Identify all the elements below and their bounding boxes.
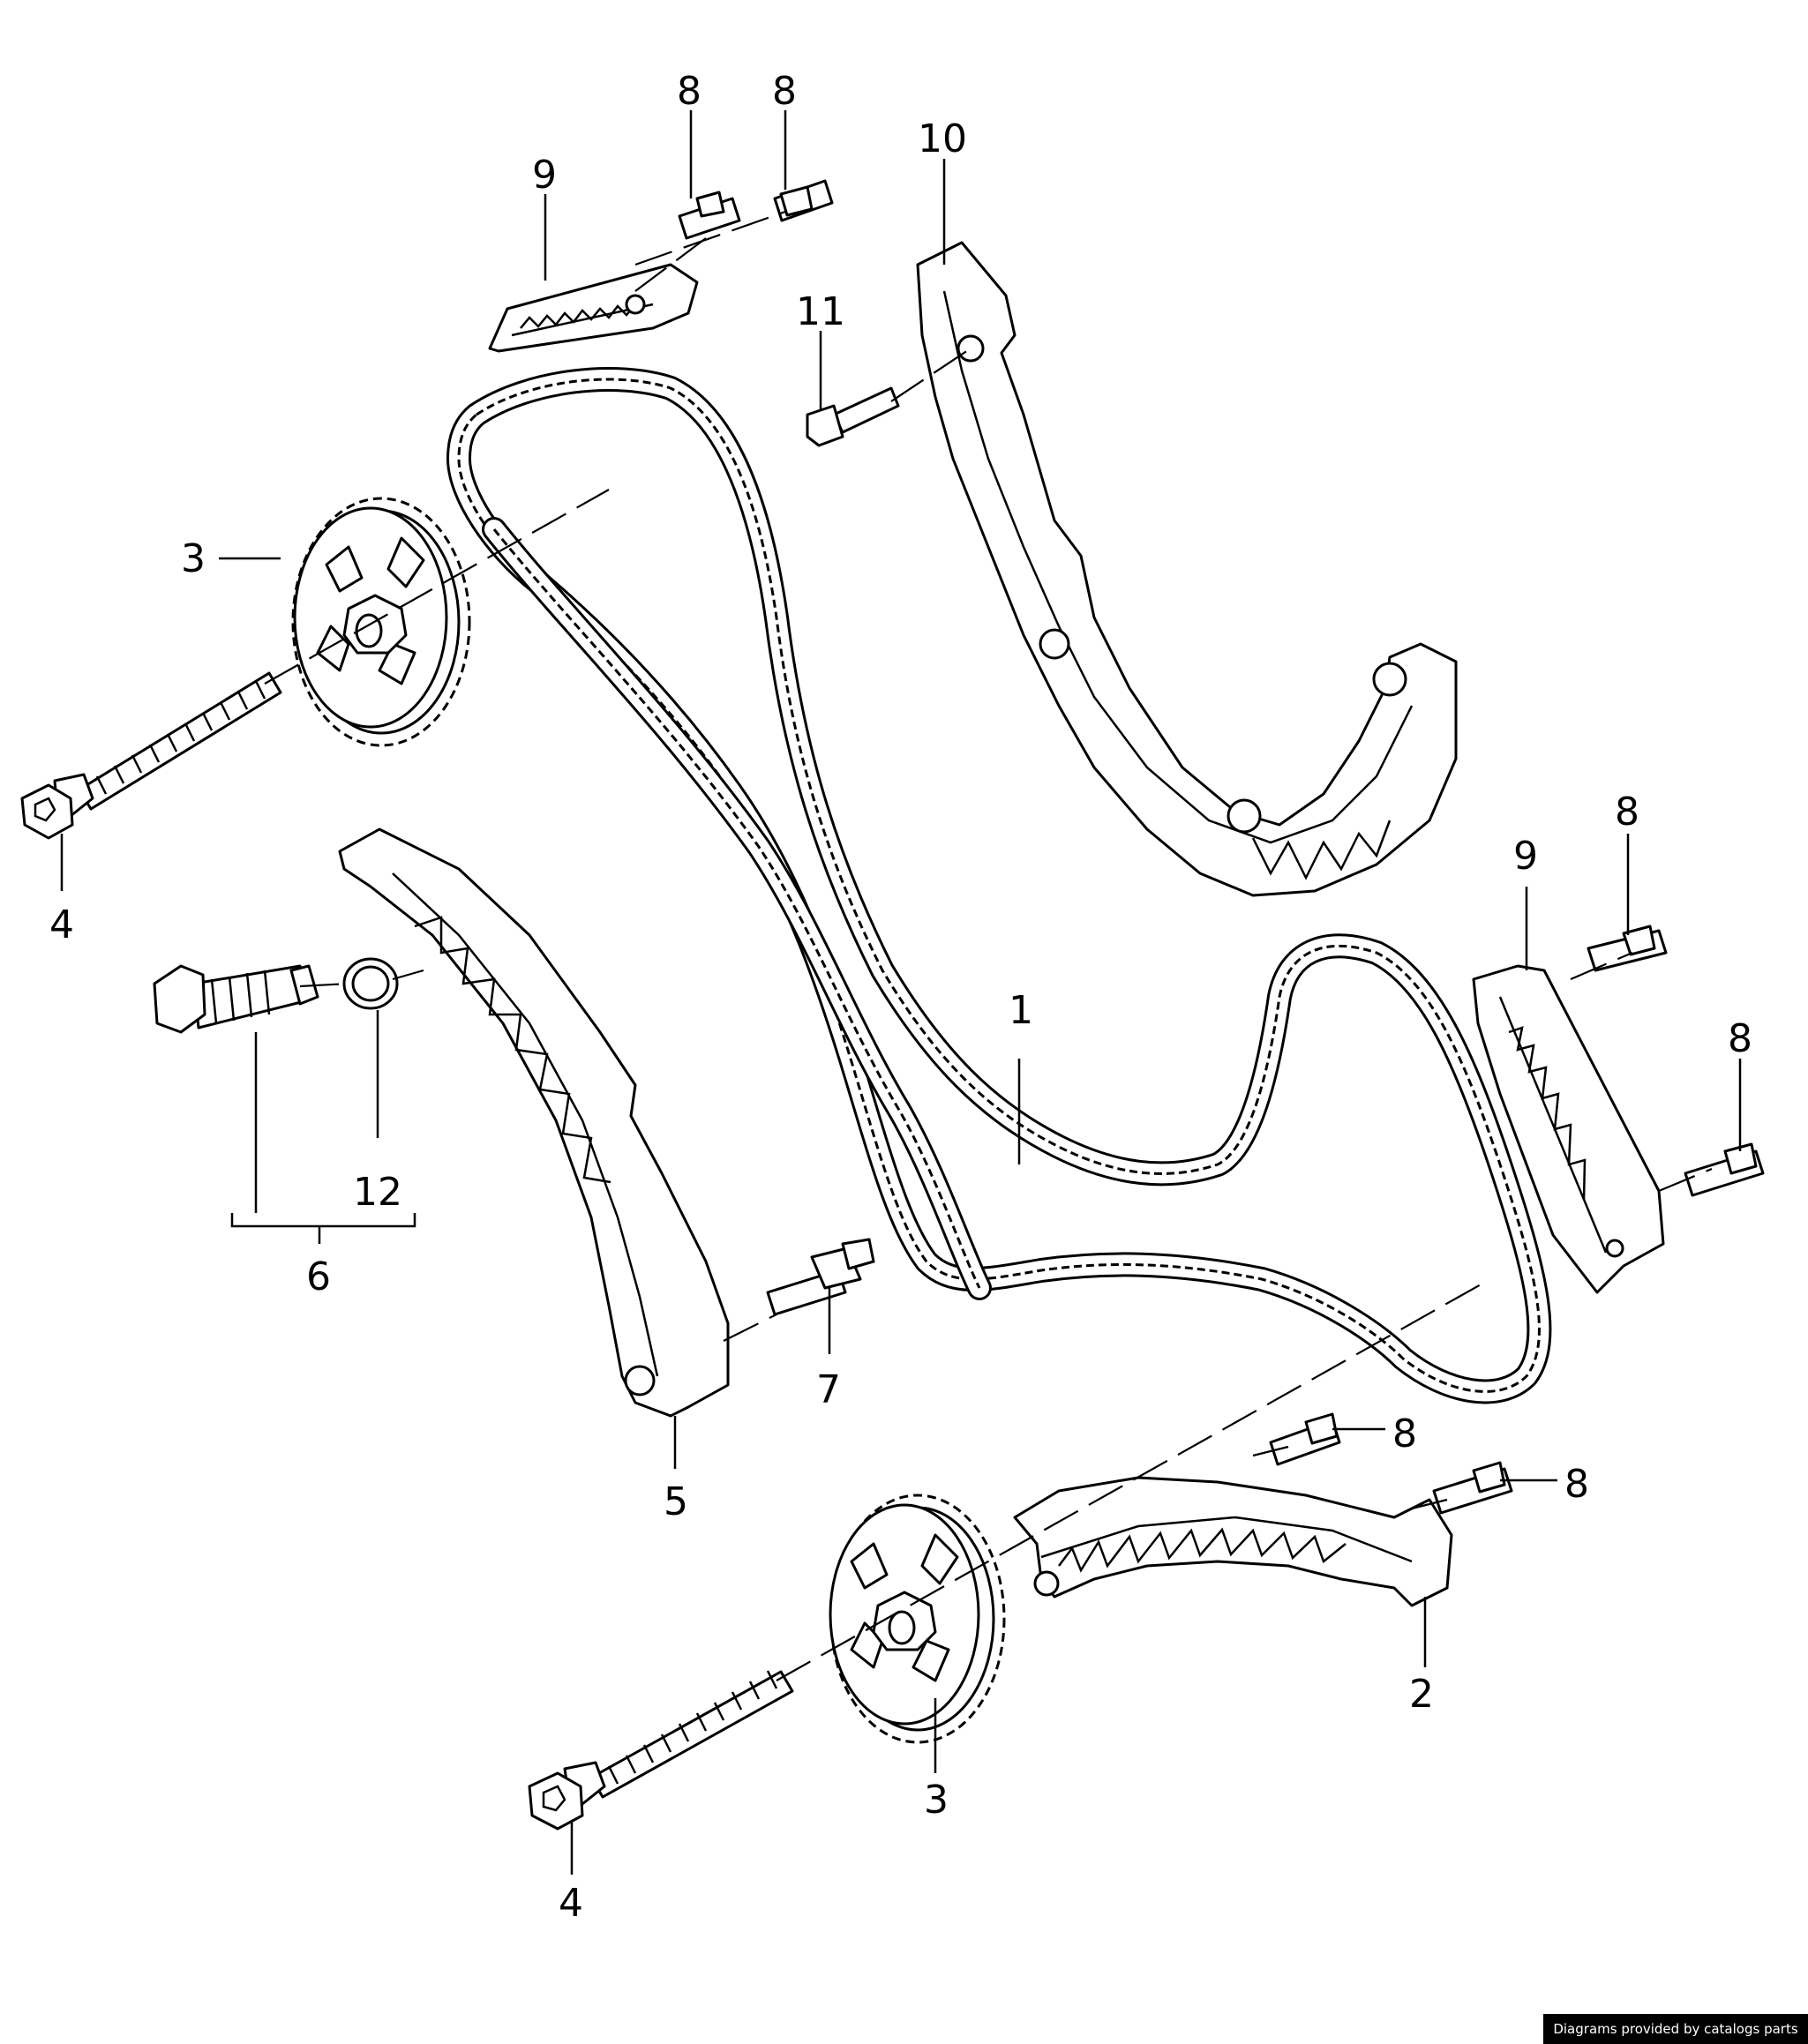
callout-10: 10 (918, 116, 967, 161)
callout-7: 7 (816, 1367, 841, 1412)
sealing-ring (342, 957, 399, 1010)
callout-3-upper: 3 (181, 536, 206, 581)
callout-8-c: 8 (1615, 790, 1639, 835)
callout-4-upper: 4 (49, 902, 74, 947)
guide-rail-large (916, 241, 1458, 897)
guide-right (1472, 964, 1665, 1294)
callout-8-f: 8 (1564, 1462, 1589, 1507)
callout-1: 1 (1009, 988, 1033, 1033)
callout-labels: 1 2 3 3 4 4 5 6 7 8 8 8 8 8 8 9 9 10 11 … (49, 69, 1752, 1926)
leader-lines (60, 110, 1742, 1875)
guide-upper (488, 263, 699, 353)
guide-rail-lower (1013, 1476, 1453, 1607)
callout-4-lower: 4 (559, 1881, 583, 1926)
sprocket-upper (291, 497, 471, 747)
callout-2: 2 (1409, 1672, 1434, 1717)
chain-tensioner (153, 964, 319, 1034)
callout-6: 6 (306, 1254, 331, 1299)
callout-8-b: 8 (772, 69, 797, 114)
credit-badge: Diagrams provided by catalogs parts (1543, 2014, 1808, 2044)
bolt-lower (528, 1670, 794, 1831)
callout-12: 12 (353, 1170, 402, 1215)
callout-8-e: 8 (1392, 1411, 1417, 1456)
bolt-upper (20, 671, 282, 840)
screws-8 (678, 179, 1765, 1515)
callout-9-right: 9 (1513, 834, 1538, 879)
timing-chain (446, 367, 1552, 1404)
screw-rail (806, 386, 900, 447)
callout-9-upper: 9 (532, 153, 557, 198)
assembly-axes (264, 210, 1713, 1681)
callout-8-a: 8 (677, 69, 701, 114)
callout-11: 11 (796, 289, 845, 334)
tensioner-rail (338, 827, 730, 1418)
callout-8-d: 8 (1728, 1016, 1752, 1061)
callout-5: 5 (664, 1479, 688, 1524)
callout-3-lower: 3 (924, 1778, 949, 1823)
sprocket-lower (829, 1494, 1006, 1744)
pivot-bolt (766, 1238, 875, 1316)
